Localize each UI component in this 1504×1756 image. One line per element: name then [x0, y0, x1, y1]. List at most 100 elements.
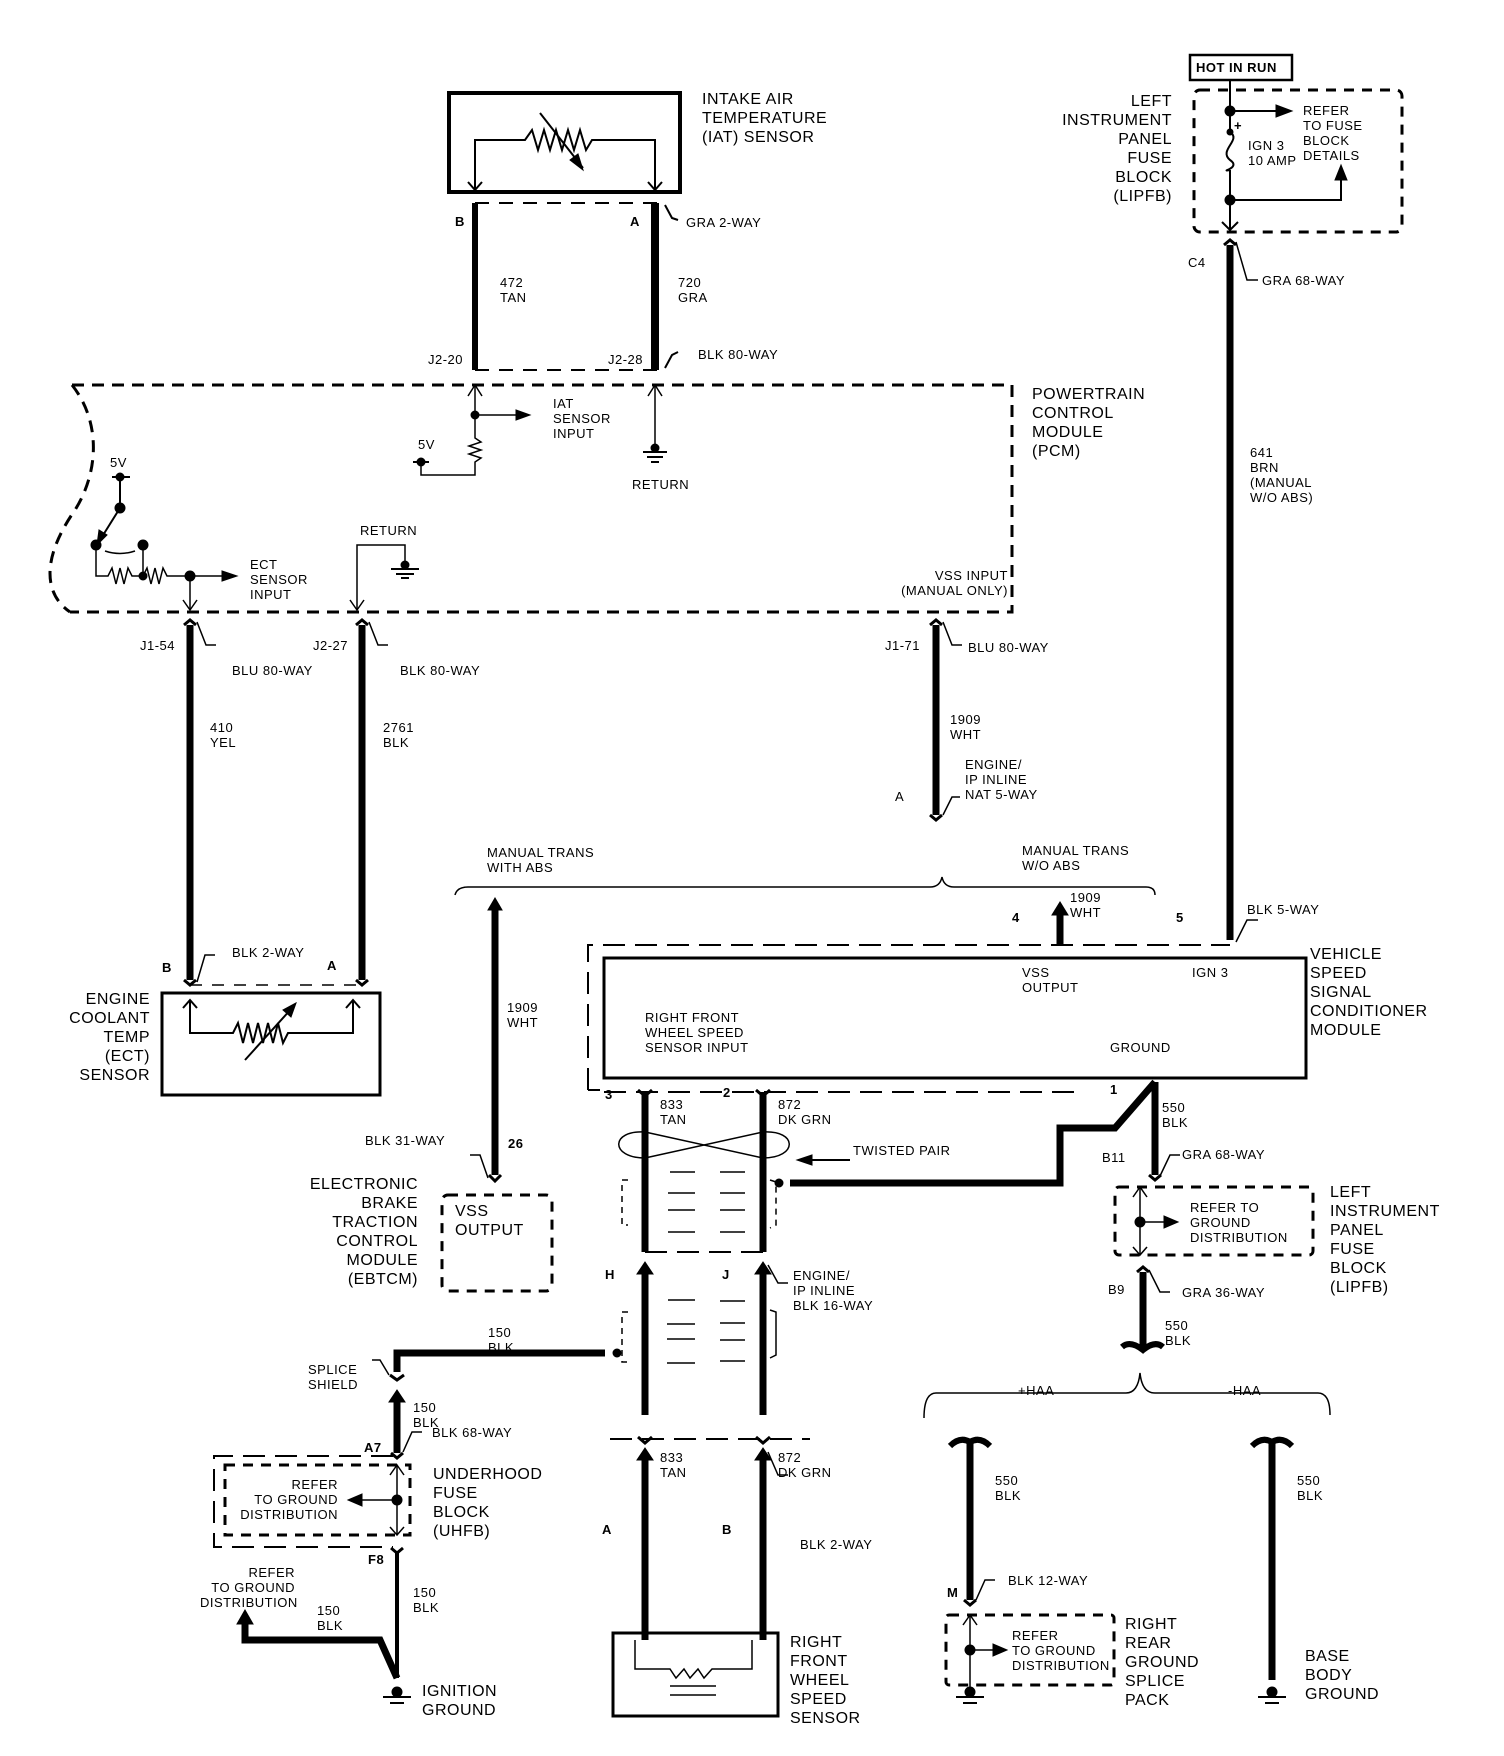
pcm-pin-j2-28: J2-28	[608, 352, 644, 367]
lipfb-pin-b9: B9	[1108, 1282, 1125, 1297]
pcm-pin-j2-27: J2-27	[313, 638, 349, 653]
wire-550-b9-label: 550 BLK	[1165, 1318, 1192, 1348]
wire-150-f8-label: 150 BLK	[413, 1585, 440, 1615]
vsscm-rf-input: RIGHT FRONT WHEEL SPEED SENSOR INPUT	[645, 1010, 749, 1055]
uhfb-label: UNDERHOOD FUSE BLOCK (UHFB)	[433, 1466, 543, 1540]
lipfb-bottom-label: LEFT INSTRUMENT PANEL FUSE BLOCK (LIPFB)	[1330, 1184, 1440, 1296]
base-body-ground-label: BASE BODY GROUND	[1305, 1648, 1380, 1703]
splice-shield-label: SPLICE SHIELD	[308, 1362, 358, 1392]
uhfb-connector: BLK 68-WAY	[432, 1425, 513, 1440]
vsscm-label: VEHICLE SPEED SIGNAL CONDITIONER MODULE	[1310, 946, 1428, 1039]
inline-16-label: ENGINE/ IP INLINE BLK 16-WAY	[793, 1268, 874, 1313]
option-minus-haa: -HAA	[1228, 1383, 1262, 1398]
vsscm-pin-4: 4	[1012, 910, 1020, 925]
twisted-pair-label: TWISTED PAIR	[853, 1143, 951, 1158]
iat-connector-label: GRA 2-WAY	[686, 215, 762, 230]
ect-pin-a: A	[327, 958, 337, 973]
pcm-label: POWERTRAIN CONTROL MODULE (PCM)	[1032, 386, 1146, 460]
rrgsp-refer-ground: REFER TO GROUND DISTRIBUTION	[1012, 1628, 1110, 1673]
pcm-outline	[48, 383, 1014, 614]
vsscm-pin-3: 3	[605, 1087, 613, 1102]
wire-150-a7-label: 150 BLK	[413, 1400, 440, 1430]
pcm-pin-j1-54: J1-54	[140, 638, 176, 653]
vsscm-pin-2: 2	[723, 1085, 731, 1100]
refer-fuse-block-label: REFER TO FUSE BLOCK DETAILS	[1303, 103, 1363, 163]
lipfb-connector-68: GRA 68-WAY	[1182, 1147, 1266, 1162]
ect-pin-b: B	[162, 960, 172, 975]
lipfb-top-label: LEFT INSTRUMENT PANEL FUSE BLOCK (LIPFB)	[1062, 93, 1172, 205]
rrgsp-pin-m: M	[947, 1585, 959, 1600]
vsscm-connector: BLK 5-WAY	[1247, 902, 1320, 917]
wire-720-label: 720 GRA	[678, 275, 708, 305]
vss-pcm-connector: BLU 80-WAY	[968, 640, 1049, 655]
wire-1909-vsscm-label: 1909 WHT	[1070, 890, 1102, 920]
ebtcm-vss-output: VSS OUTPUT	[455, 1203, 524, 1239]
wire-2761-label: 2761 BLK	[383, 720, 414, 750]
wire-872-top-label: 872 DK GRN	[778, 1097, 832, 1127]
iat-sensor-label: INTAKE AIR TEMPERATURE (IAT) SENSOR	[702, 91, 828, 146]
lipfb-top-symbol	[1192, 80, 1404, 234]
pcm-pin-j2-20: J2-20	[428, 352, 464, 367]
rrgsp-label: RIGHT REAR GROUND SPLICE PACK	[1125, 1616, 1200, 1709]
wire-150-refer-label: 150 BLK	[317, 1603, 344, 1633]
option-with-abs: MANUAL TRANS WITH ABS	[487, 845, 595, 875]
wire-150-splice	[393, 1349, 605, 1372]
uhfb-outline	[223, 1463, 412, 1537]
lipfb-refer-ground: REFER TO GROUND DISTRIBUTION	[1190, 1200, 1288, 1245]
vsscm-pin-5: 5	[1176, 910, 1184, 925]
rf-wss-label: RIGHT FRONT WHEEL SPEED SENSOR	[790, 1634, 861, 1727]
ect-pcm-connector: BLU 80-WAY	[232, 663, 313, 678]
pcm-connector-iat: BLK 80-WAY	[698, 347, 779, 362]
option-without-abs: MANUAL TRANS W/O ABS	[1022, 843, 1130, 873]
vsscm-ign3: IGN 3	[1192, 965, 1229, 980]
five-v-ect-label: 5V	[110, 455, 127, 470]
ebtcm-pin-26: 26	[508, 1136, 524, 1151]
fuse-plus-label: +	[1234, 118, 1243, 133]
wire-833-top-label: 833 TAN	[660, 1097, 687, 1127]
pcm-pin-j1-71: J1-71	[885, 638, 921, 653]
return-pcm-connector: BLK 80-WAY	[400, 663, 481, 678]
ebtcm-label: ELECTRONIC BRAKE TRACTION CONTROL MODULE…	[309, 1176, 418, 1288]
rf-wss-pin-a: A	[602, 1522, 612, 1537]
ect-connector-label: BLK 2-WAY	[232, 945, 305, 960]
rf-wss-pin-b: B	[722, 1522, 732, 1537]
lipfb-connector-36: GRA 36-WAY	[1182, 1285, 1266, 1300]
option-plus-haa: +HAA	[1018, 1383, 1055, 1398]
inline-16-pin-j: J	[722, 1267, 730, 1282]
return-iat-label: RETURN	[632, 477, 690, 492]
return-ect-label: RETURN	[360, 523, 418, 538]
wire-550-shield	[790, 1079, 1158, 1187]
vsscm-vss-output: VSS OUTPUT	[1022, 965, 1079, 995]
wire-1909-pcm-label: 1909 WHT	[950, 712, 982, 742]
wire-1909-abs-label: 1909 WHT	[507, 1000, 539, 1030]
wire-550-haa-minus-label: 550 BLK	[1297, 1473, 1324, 1503]
ign3-fuse-label: IGN 3 10 AMP	[1248, 138, 1297, 168]
wire-641-label: 641 BRN (MANUAL W/O ABS)	[1250, 445, 1314, 505]
iat-pin-b: B	[455, 214, 465, 229]
inline-5-way-label: ENGINE/ IP INLINE NAT 5-WAY	[965, 757, 1038, 802]
wire-150-splice-label: 150 BLK	[488, 1325, 515, 1355]
hot-in-run-label: HOT IN RUN	[1196, 60, 1277, 75]
five-v-iat-label: 5V	[418, 437, 435, 452]
ignition-ground-refer: REFER TO GROUND DISTRIBUTION	[200, 1565, 298, 1610]
wire-150-refer	[241, 1622, 401, 1680]
ebtcm-outline	[440, 1193, 554, 1293]
vsscm-outline	[587, 944, 1308, 1091]
ignition-ground-label: IGNITION GROUND	[422, 1683, 498, 1719]
wire-550-haa-plus-label: 550 BLK	[995, 1473, 1022, 1503]
wire-472-label: 472 TAN	[500, 275, 527, 305]
rrgsp-connector: BLK 12-WAY	[1008, 1573, 1089, 1588]
ect-sensor-symbol	[160, 991, 382, 1097]
inline-5-pin-a: A	[895, 789, 905, 804]
lipfb-connector-top: GRA 68-WAY	[1262, 273, 1346, 288]
uhfb-pin-f8: F8	[368, 1552, 385, 1567]
wire-410-label: 410 YEL	[210, 720, 237, 750]
ect-sensor-input-label: ECT SENSOR INPUT	[250, 557, 308, 602]
wire-872-bot-label: 872 DK GRN	[778, 1450, 832, 1480]
ect-sensor-label: ENGINE COOLANT TEMP (ECT) SENSOR	[69, 991, 150, 1084]
shield-top	[621, 1171, 777, 1233]
rf-wss-connector: BLK 2-WAY	[800, 1537, 873, 1552]
lipfb-bottom-outline	[1113, 1185, 1315, 1257]
shield-bottom	[621, 1299, 777, 1364]
